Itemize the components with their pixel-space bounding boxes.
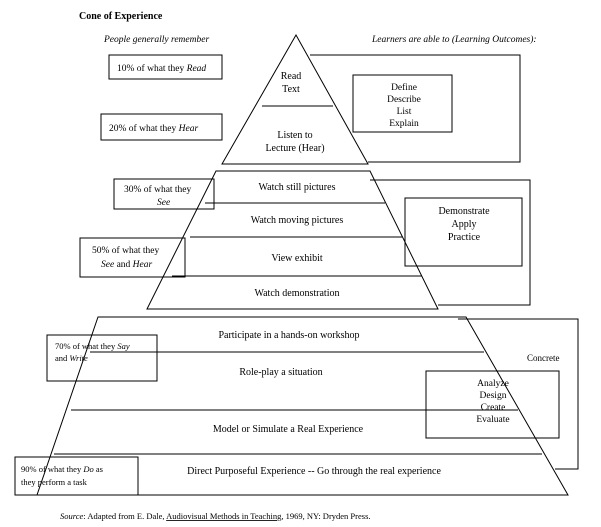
outcome-practice: Practice <box>448 232 481 243</box>
memory-text-read: 10% of what they Read <box>117 63 206 74</box>
outcome-box-analyze <box>425 370 560 439</box>
cone-tier-bottom <box>36 316 569 496</box>
memory-text-do-line2: they perform a task <box>21 477 88 487</box>
memory-text-do-line1: 90% of what they Do as <box>21 464 103 474</box>
cone-label-listen: Listen to <box>277 130 312 141</box>
outcome-evaluate: Evaluate <box>476 415 509 425</box>
memory-box-read <box>108 54 223 80</box>
concrete-label: Concrete <box>527 353 559 363</box>
left-column-header: People generally remember <box>103 35 209 45</box>
cone-label-moving-pictures: Watch moving pictures <box>251 215 344 226</box>
memory-box-say-write <box>46 334 158 382</box>
outcome-box-define <box>352 74 453 133</box>
outcome-bracket-bottom <box>458 318 579 470</box>
cone-label-demonstration: Watch demonstration <box>254 288 339 299</box>
outcome-create: Create <box>481 403 506 413</box>
memory-box-do <box>14 456 139 496</box>
outcome-describe: Describe <box>387 95 421 105</box>
memory-text-see-line2: See <box>157 198 170 208</box>
cone-label-roleplay: Role-play a situation <box>239 367 322 378</box>
cone-label-text: Text <box>282 84 300 95</box>
outcome-apply: Apply <box>452 219 477 230</box>
outcome-design: Design <box>480 391 507 401</box>
memory-box-see-hear <box>79 237 186 278</box>
cone-label-exhibit: View exhibit <box>271 253 323 264</box>
cone-label-read: Read <box>281 71 302 82</box>
memory-text-see-hear-line1: 50% of what they <box>92 245 160 256</box>
outcome-bracket-middle <box>370 179 531 306</box>
right-column-header: Learners are able to (Learning Outcomes)… <box>371 34 537 45</box>
outcome-list: List <box>397 107 412 117</box>
memory-text-say-write-line1: 70% of what they Say <box>55 341 130 351</box>
cone-label-workshop: Participate in a hands-on workshop <box>218 330 359 341</box>
outcome-box-demonstrate <box>404 197 523 267</box>
outcome-define: Define <box>391 82 417 93</box>
memory-text-hear: 20% of what they Hear <box>109 123 198 134</box>
memory-box-hear <box>100 113 223 141</box>
cone-tier-middle <box>146 170 439 310</box>
outcome-analyze: Analyze <box>477 379 509 389</box>
memory-text-see-line1: 30% of what they <box>124 184 192 195</box>
source-citation: Source: Adapted from E. Dale, Audiovisua… <box>60 511 371 521</box>
diagram-title: Cone of Experience <box>79 11 163 22</box>
outcome-explain: Explain <box>389 119 419 129</box>
outcome-demonstrate: Demonstrate <box>438 206 490 217</box>
cone-label-simulate: Model or Simulate a Real Experience <box>213 424 364 435</box>
memory-text-say-write-line2: and Write <box>55 353 88 363</box>
memory-text-see-hear-line2: See and Hear <box>101 260 152 270</box>
memory-box-see <box>113 178 215 210</box>
cone-tier-top <box>221 33 369 165</box>
cone-label-still-pictures: Watch still pictures <box>259 182 336 193</box>
cone-label-direct: Direct Purposeful Experience -- Go throu… <box>187 466 441 477</box>
cone-label-lecture: Lecture (Hear) <box>265 143 324 154</box>
outcome-bracket-top <box>310 54 521 163</box>
